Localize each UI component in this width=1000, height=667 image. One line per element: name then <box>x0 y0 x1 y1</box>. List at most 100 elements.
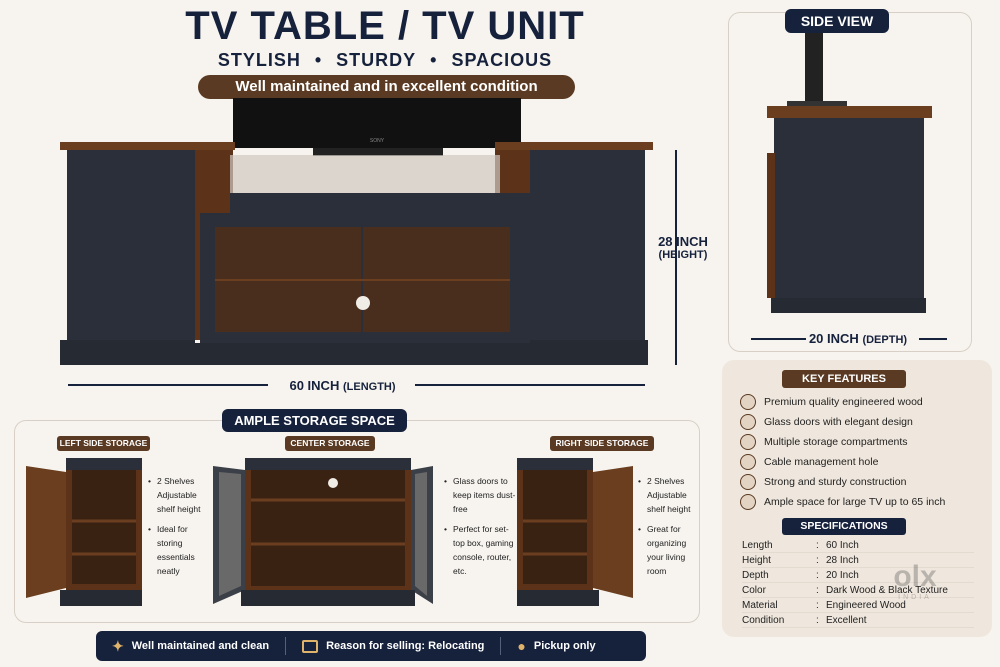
spec-value: 28 Inch <box>826 554 859 566</box>
specs-title: SPECIFICATIONS <box>782 518 906 535</box>
depth-value: 20 INCH <box>808 331 859 346</box>
feature-item: Premium quality engineered wood <box>740 392 985 412</box>
tagline-item: STURDY <box>336 50 417 70</box>
condition-banner: Well maintained and in excellent conditi… <box>198 75 575 99</box>
spec-row: Length:60 Inch <box>742 538 974 553</box>
feature-item: Ample space for large TV up to 65 inch <box>740 492 985 512</box>
note-item: •Glass doors to keep items dust-free <box>444 474 519 516</box>
spec-key: Height <box>742 554 771 566</box>
right-storage-label: RIGHT SIDE STORAGE <box>550 436 654 451</box>
spec-row: Material:Engineered Wood <box>742 598 974 613</box>
spec-key: Condition <box>742 614 785 626</box>
feature-item: Cable management hole <box>740 452 985 472</box>
features-panel: KEY FEATURES Premium quality engineered … <box>722 360 992 637</box>
note-item: •Ideal for storing essentials neatly <box>148 522 208 578</box>
spec-key: Length <box>742 539 773 551</box>
footer-item: Reason for selling: Relocating <box>286 639 500 653</box>
storage-title: AMPLE STORAGE SPACE <box>222 409 407 432</box>
feature-text: Strong and sturdy construction <box>764 476 907 488</box>
box-icon <box>302 639 319 653</box>
olx-watermark: olx INDIA <box>860 560 970 601</box>
spec-key: Color <box>742 584 766 596</box>
footer-text: Pickup only <box>533 640 596 652</box>
center-storage-label: CENTER STORAGE <box>285 436 375 451</box>
cable-icon <box>740 454 756 470</box>
feature-text: Cable management hole <box>764 456 879 468</box>
height-arrow <box>675 150 677 365</box>
right-storage-image <box>515 456 635 608</box>
height-sub: (HEIGHT) <box>658 249 708 261</box>
note-text: Glass doors to keep items dust-free <box>452 476 516 514</box>
left-storage-image <box>24 456 144 608</box>
left-cabinet-drawing <box>26 458 142 606</box>
spec-value: Excellent <box>826 614 867 626</box>
spec-value: Dark Wood & Black Texture <box>826 584 948 596</box>
footer-text: Reason for selling: Relocating <box>326 640 485 652</box>
length-arrow-right <box>415 384 645 386</box>
olx-logo: olx <box>893 560 937 593</box>
length-sub: (LENGTH) <box>342 381 396 393</box>
footer-item: ● Pickup only <box>501 638 611 654</box>
olx-sub: INDIA <box>898 594 932 601</box>
note-item: •2 Shelves Adjustable shelf height <box>148 474 208 516</box>
side-view-title: SIDE VIEW <box>785 9 889 33</box>
location-pin-icon: ● <box>517 638 526 654</box>
note-item: •Great for organizing your living room <box>638 522 696 578</box>
page-title: TV TABLE / TV UNIT <box>185 4 585 48</box>
spec-key: Material <box>742 599 778 611</box>
features-title: KEY FEATURES <box>782 370 906 388</box>
wood-icon <box>740 394 756 410</box>
height-value: 28 INCH <box>658 234 708 249</box>
features-list: Premium quality engineered wood Glass do… <box>740 392 985 512</box>
tv-brand: SONY <box>370 138 385 144</box>
note-text: 2 Shelves Adjustable shelf height <box>156 476 201 514</box>
note-item: •Perfect for set-top box, gaming console… <box>444 522 519 578</box>
footer-divider <box>500 637 502 655</box>
center-storage-image <box>211 456 436 608</box>
depth-sub: (DEPTH) <box>862 334 908 346</box>
depth-arrow-left <box>751 338 806 340</box>
tagline-item: SPACIOUS <box>451 50 553 70</box>
footer-item: ✦ Well maintained and clean <box>96 638 285 655</box>
storage-icon <box>740 434 756 450</box>
center-storage-notes: •Glass doors to keep items dust-free •Pe… <box>444 474 519 584</box>
tv-screen <box>233 98 521 148</box>
spec-row: Condition:Excellent <box>742 613 974 628</box>
side-view-drawing <box>767 33 932 313</box>
tv-icon <box>740 494 756 510</box>
spec-value: 60 Inch <box>826 539 859 551</box>
left-storage-notes: •2 Shelves Adjustable shelf height •Idea… <box>148 474 208 584</box>
center-cabinet-drawing <box>213 458 433 606</box>
feature-text: Premium quality engineered wood <box>764 396 923 408</box>
right-storage-notes: •2 Shelves Adjustable shelf height •Grea… <box>638 474 696 584</box>
spec-key: Depth <box>742 569 769 581</box>
feature-text: Glass doors with elegant design <box>764 416 913 428</box>
footer-text: Well maintained and clean <box>131 640 270 652</box>
feature-item: Multiple storage compartments <box>740 432 985 452</box>
feature-item: Strong and sturdy construction <box>740 472 985 492</box>
feature-text: Multiple storage compartments <box>764 436 908 448</box>
note-text: Great for organizing your living room <box>646 524 687 576</box>
depth-label: 20 INCH (DEPTH) <box>797 331 919 346</box>
note-text: 2 Shelves Adjustable shelf height <box>646 476 691 514</box>
spec-row: Height:28 Inch <box>742 553 974 568</box>
length-arrow-left <box>68 384 268 386</box>
left-storage-label: LEFT SIDE STORAGE <box>57 436 150 451</box>
length-value: 60 INCH <box>289 378 340 393</box>
feature-text: Ample space for large TV up to 65 inch <box>764 496 946 508</box>
spec-value: 20 Inch <box>826 569 859 581</box>
note-text: Ideal for storing essentials neatly <box>156 524 195 576</box>
length-label: 60 INCH (LENGTH) <box>270 378 415 393</box>
footer-bar: ✦ Well maintained and clean Reason for s… <box>96 631 646 661</box>
tagline-item: STYLISH <box>217 50 301 70</box>
footer-divider <box>285 637 287 655</box>
depth-arrow-right <box>919 338 947 340</box>
spec-row: Depth:20 Inch <box>742 568 974 583</box>
spec-value: Engineered Wood <box>826 599 906 611</box>
tv-unit-front-drawing: SONY <box>60 98 653 365</box>
spec-row: Color:Dark Wood & Black Texture <box>742 583 974 598</box>
strength-icon <box>740 474 756 490</box>
glass-door-icon <box>740 414 756 430</box>
height-label: 28 INCH (HEIGHT) <box>648 234 718 261</box>
note-item: •2 Shelves Adjustable shelf height <box>638 474 696 516</box>
